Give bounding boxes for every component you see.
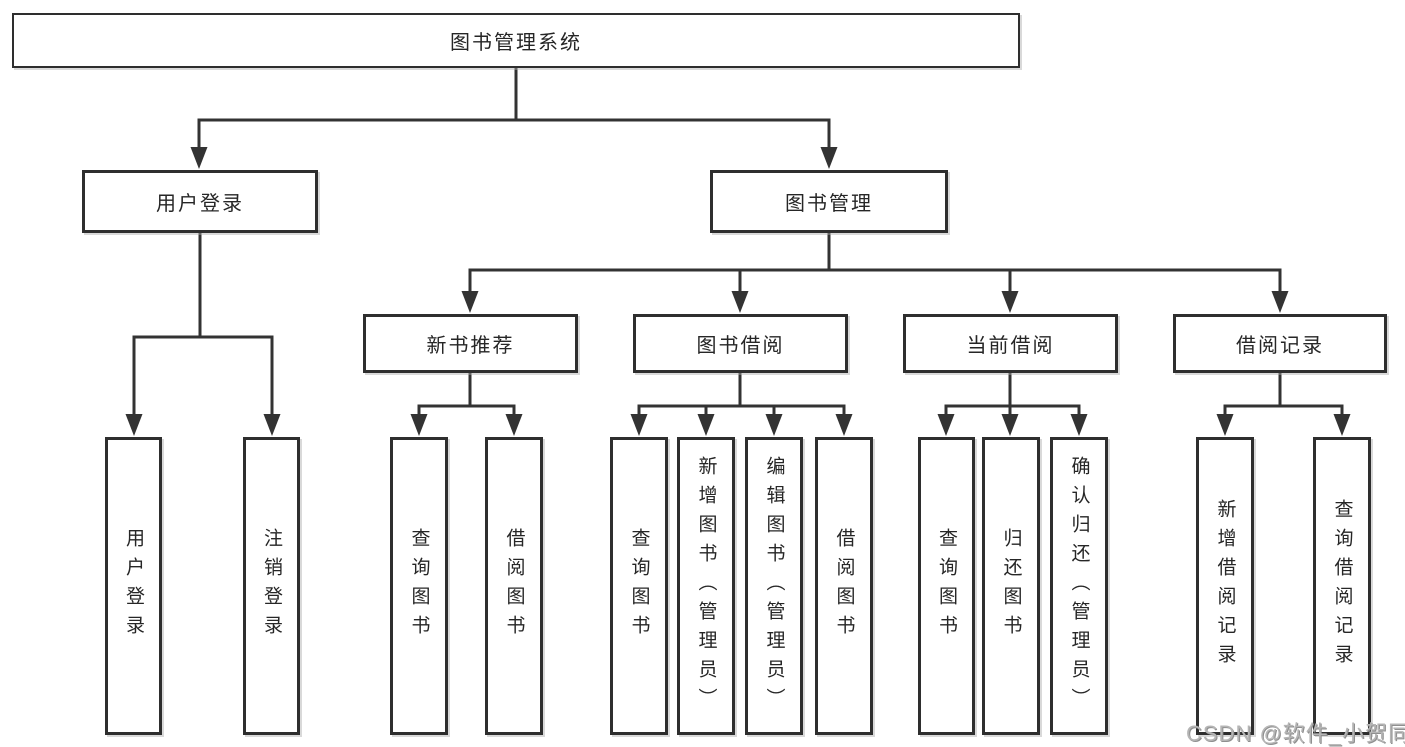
node-label: 图书管理系统 <box>450 32 582 54</box>
leaf-query-books-borrow: 查询图书 <box>610 437 668 735</box>
leaf-return-book: 归还图书 <box>982 437 1040 735</box>
leaf-query-books-recommend: 查询图书 <box>390 437 448 735</box>
node-label: 查询图书 <box>408 528 430 644</box>
node-label: 新增借阅记录 <box>1214 499 1236 673</box>
node-user-login: 用户登录 <box>82 170 318 233</box>
node-label: 借阅记录 <box>1236 335 1324 357</box>
node-label: 编辑图书（管理员） <box>763 455 785 717</box>
node-book-management: 图书管理 <box>710 170 948 233</box>
leaf-user-login: 用户登录 <box>105 437 162 735</box>
leaf-borrow-books: 借阅图书 <box>815 437 873 735</box>
node-label: 注销登录 <box>261 528 282 644</box>
node-label: 用户登录 <box>123 528 144 644</box>
node-label: 图书借阅 <box>696 335 785 357</box>
node-label: 当前借阅 <box>966 335 1055 357</box>
leaf-edit-book-admin: 编辑图书（管理员） <box>745 437 803 735</box>
node-label: 借阅图书 <box>503 528 525 644</box>
leaf-query-books-current: 查询图书 <box>918 437 975 735</box>
node-current-borrowing: 当前借阅 <box>903 314 1118 373</box>
node-label: 用户登录 <box>156 193 244 215</box>
node-label: 图书管理 <box>785 193 873 215</box>
node-label: 新书推荐 <box>426 335 515 357</box>
node-label: 借阅图书 <box>833 528 855 644</box>
leaf-confirm-return-admin: 确认归还（管理员） <box>1050 437 1108 735</box>
node-library-management-system: 图书管理系统 <box>12 13 1020 68</box>
leaf-add-borrow-record: 新增借阅记录 <box>1196 437 1254 735</box>
node-label: 新增图书（管理员） <box>695 455 717 717</box>
node-label: 确认归还（管理员） <box>1068 455 1090 717</box>
node-label: 查询借阅记录 <box>1331 499 1353 673</box>
node-label: 查询图书 <box>628 528 650 644</box>
leaf-query-borrow-record: 查询借阅记录 <box>1313 437 1371 735</box>
csdn-watermark: CSDN @软件_小贺同学 <box>1186 721 1405 746</box>
node-label: 查询图书 <box>936 528 957 644</box>
leaf-logout: 注销登录 <box>243 437 300 735</box>
node-borrowing-records: 借阅记录 <box>1173 314 1387 373</box>
leaf-borrow-books-recommend: 借阅图书 <box>485 437 543 735</box>
node-label: 归还图书 <box>1000 528 1022 644</box>
leaf-add-book-admin: 新增图书（管理员） <box>677 437 735 735</box>
node-new-book-recommendation: 新书推荐 <box>363 314 578 373</box>
node-book-borrowing: 图书借阅 <box>633 314 848 373</box>
